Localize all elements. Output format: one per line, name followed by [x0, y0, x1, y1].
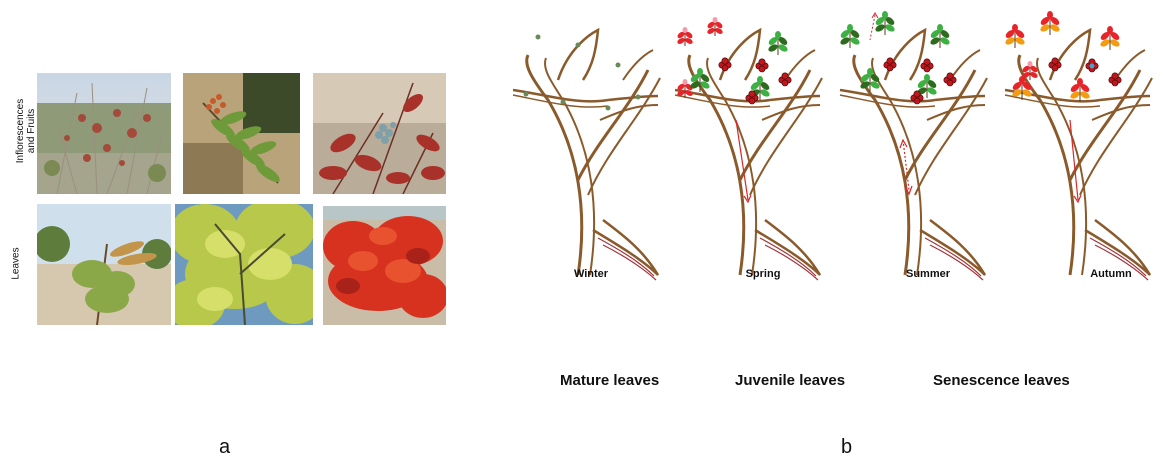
legend-label-mature: Mature leaves [560, 372, 659, 389]
panel-b-letter: b [841, 436, 852, 459]
row-label-leaves: Leaves [11, 244, 22, 284]
tree-autumn [1004, 11, 1152, 280]
photo-red-branch-fruits [313, 73, 446, 194]
photo-red-foliage [323, 206, 446, 325]
season-label-summer: Summer [888, 268, 968, 280]
season-label-winter: Winter [551, 268, 631, 280]
tree-spring [675, 17, 822, 280]
legend-label-juvenile: Juvenile leaves [735, 372, 845, 389]
photo-pinnate-leaf-fruits [183, 73, 300, 194]
panel-a-letter: a [219, 436, 230, 459]
seasonal-diagram [490, 0, 1164, 300]
season-label-autumn: Autumn [1071, 268, 1151, 280]
photo-young-tree [37, 204, 171, 325]
legend-label-senescence: Senescence leaves [933, 372, 1070, 389]
row-label-inflorescences: Inflorescences and Fruits [15, 91, 37, 171]
photo-green-canopy [175, 204, 313, 325]
season-label-spring: Spring [723, 268, 803, 280]
tree-summer [839, 11, 987, 280]
tree-winter [513, 30, 660, 280]
photo-inflorescence-field [37, 73, 171, 194]
